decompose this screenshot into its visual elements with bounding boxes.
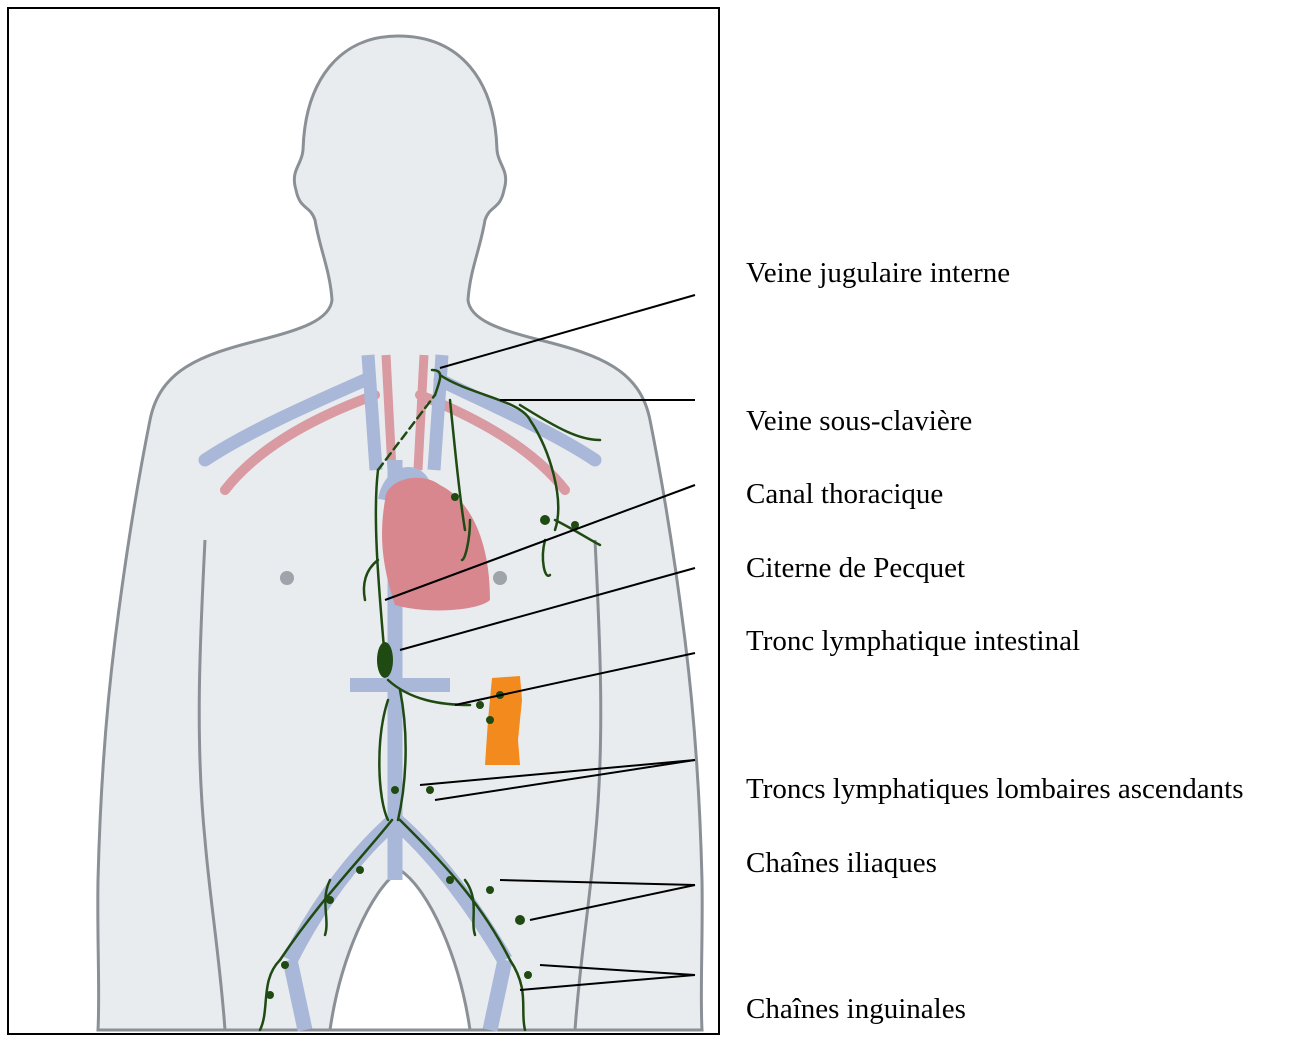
label-lumbar-trunks: Troncs lymphatiques lombaires ascendants bbox=[746, 775, 1244, 804]
nipple-right bbox=[493, 571, 507, 585]
label-jugular-vein: Veine jugulaire interne bbox=[746, 259, 1010, 288]
label-thoracic-duct: Canal thoracique bbox=[746, 480, 943, 509]
label-cisterna-chyli: Citerne de Pecquet bbox=[746, 554, 965, 583]
label-inguinal-chains: Chaînes inguinales bbox=[746, 995, 966, 1024]
label-subclavian-vein: Veine sous-clavière bbox=[746, 407, 972, 436]
label-intestinal-trunk: Tronc lymphatique intestinal bbox=[746, 627, 1080, 656]
nipple-left bbox=[280, 571, 294, 585]
label-iliac-chains: Chaînes iliaques bbox=[746, 849, 937, 878]
